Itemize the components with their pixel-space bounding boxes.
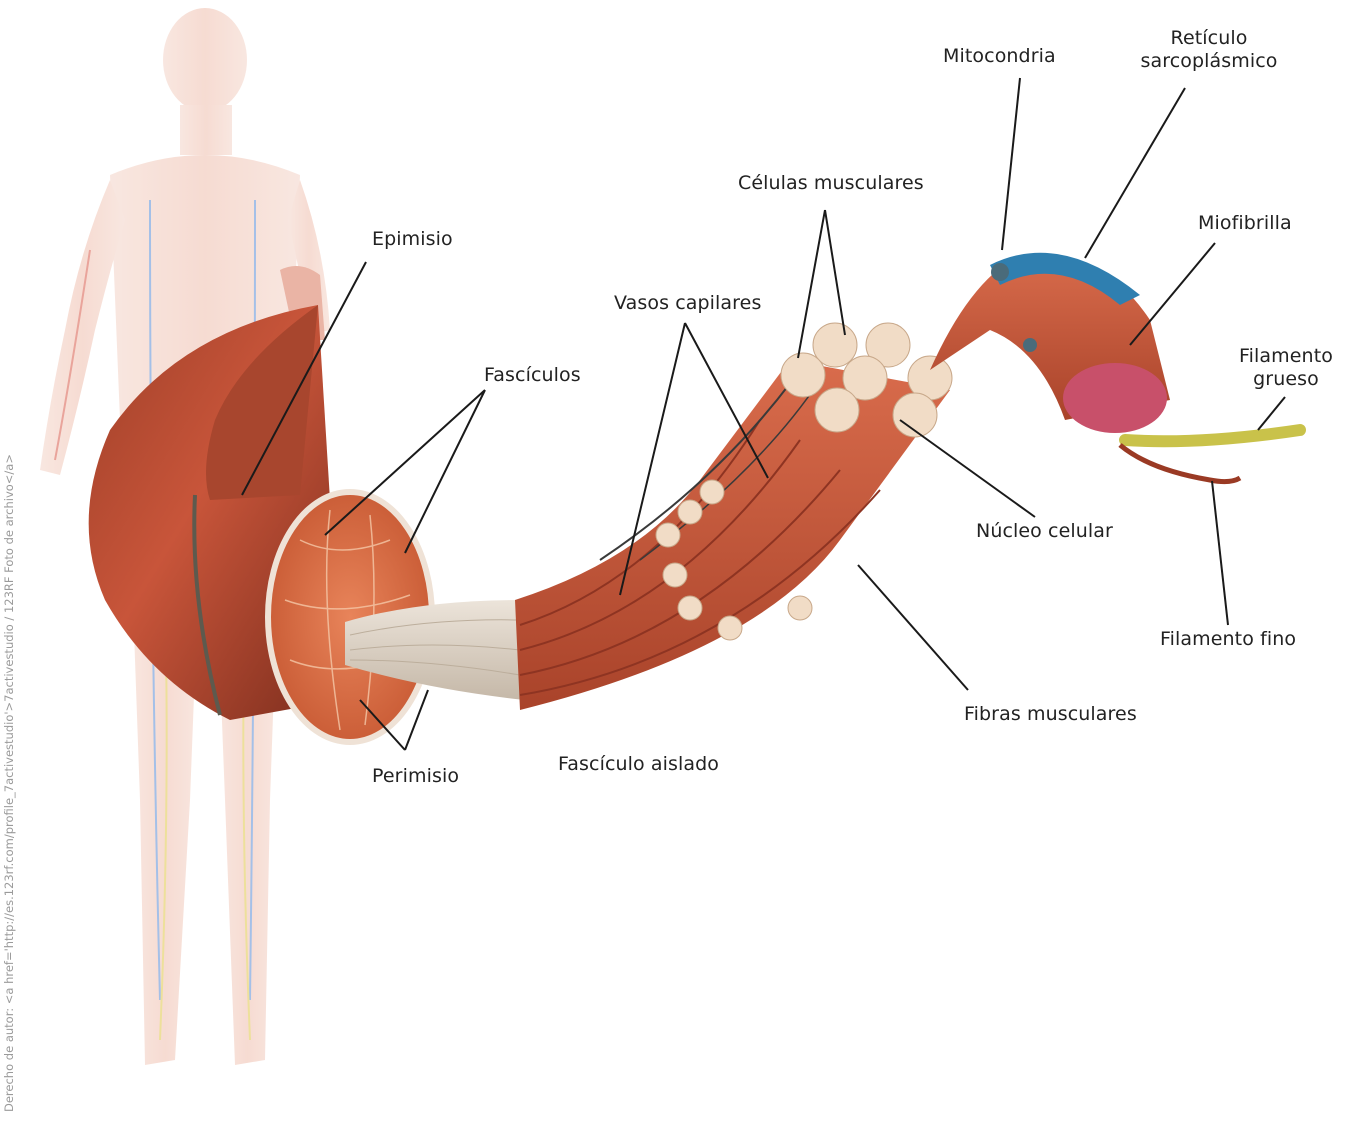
label-vasos-capilares: Vasos capilares xyxy=(614,292,761,315)
label-epimisio: Epimisio xyxy=(372,228,453,251)
label-perimisio: Perimisio xyxy=(372,765,459,788)
label-fibras-musculares: Fibras musculares xyxy=(964,703,1137,726)
filaments xyxy=(1120,430,1300,482)
label-nucleo-celular: Núcleo celular xyxy=(976,520,1113,543)
label-filamento-grueso: Filamento grueso xyxy=(1239,345,1333,391)
label-filamento-fino: Filamento fino xyxy=(1160,628,1296,651)
label-reticulo-line1: Retículo xyxy=(1140,27,1277,50)
label-mitocondria: Mitocondria xyxy=(943,45,1056,68)
label-filamento-grueso-line1: Filamento xyxy=(1239,345,1333,368)
image-credit: Derecho de autor: <a href='http://es.123… xyxy=(2,454,16,1112)
label-fasciculos: Fascículos xyxy=(484,364,581,387)
label-miofibrilla: Miofibrilla xyxy=(1198,212,1292,235)
label-reticulo-line2: sarcoplásmico xyxy=(1140,50,1277,73)
label-celulas-musculares: Células musculares xyxy=(738,172,924,195)
label-fasciculo-aislado: Fascículo aislado xyxy=(558,753,719,776)
label-reticulo-sarcoplasmico: Retículo sarcoplásmico xyxy=(1140,27,1277,73)
myofibril xyxy=(930,253,1170,433)
label-filamento-grueso-line2: grueso xyxy=(1239,368,1333,391)
